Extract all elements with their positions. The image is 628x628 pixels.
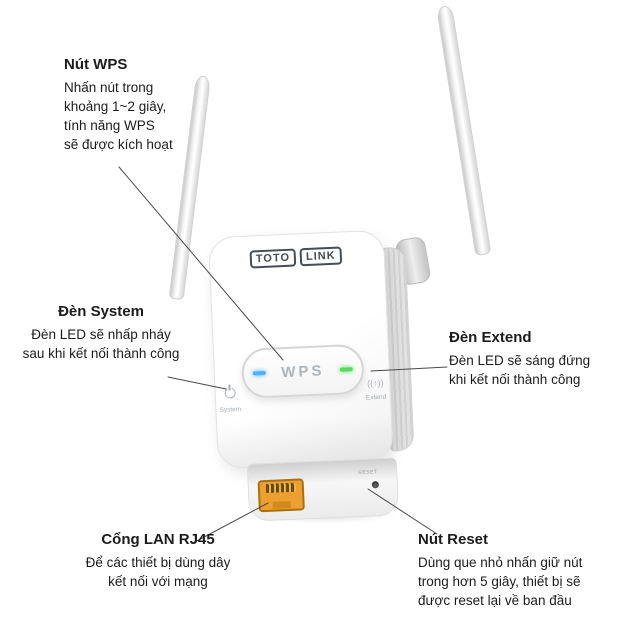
annotation-system-body: Đèn LED sẽ nhấp nháy sau khi kết nối thà… (22, 327, 180, 362)
wps-button: WPS (240, 343, 365, 399)
annotation-wps: Nút WPS Nhấn nút trong khoảng 1~2 giây, … (64, 56, 234, 155)
annotation-lan: Cổng LAN RJ45 Để các thiết bị dùng dây k… (58, 531, 258, 591)
wps-button-label: WPS (280, 361, 325, 381)
lan-port-pins (265, 482, 297, 494)
brand-logo-left-box: TOTO (249, 248, 297, 269)
extend-indicator: ((↑)) Extend (358, 372, 393, 402)
annotation-wps-body: Nhấn nút trong khoảng 1~2 giây, tính năn… (64, 80, 173, 153)
wifi-extender-device: TOTO LINK WPS System ((↑)) Extend (199, 221, 422, 530)
reset-port-label: RESET (358, 469, 378, 476)
device-bottom-unit: RESET (246, 457, 400, 522)
power-icon-tick (228, 384, 231, 391)
system-indicator: System (212, 384, 247, 414)
annotation-wps-title: Nút WPS (64, 56, 128, 73)
power-icon (223, 384, 236, 399)
right-antenna (436, 4, 492, 257)
extend-indicator-label: Extend (365, 393, 387, 402)
annotation-extend: Đèn Extend Đèn LED sẽ sáng đứng khi kết … (449, 329, 619, 389)
annotation-reset-body: Dùng que nhỏ nhấn giữ nút trong hơn 5 gi… (418, 555, 583, 609)
annotation-extend-title: Đèn Extend (449, 329, 532, 346)
annotation-lan-title: Cổng LAN RJ45 (101, 531, 215, 548)
device-front-face: TOTO LINK WPS System ((↑)) Extend (207, 229, 394, 470)
system-led-blue (252, 370, 266, 376)
annotation-system-title: Đèn System (58, 303, 144, 320)
lan-port-notch (272, 500, 291, 509)
signal-icon: ((↑)) (366, 377, 384, 389)
annotation-reset-title: Nút Reset (418, 531, 489, 548)
brand-logo: TOTO LINK (249, 246, 343, 269)
annotation-lan-body: Để các thiết bị dùng dây kết nối với mạn… (85, 555, 231, 590)
annotation-system: Đèn System Đèn LED sẽ nhấp nháy sau khi … (1, 303, 201, 363)
reset-button-hole (371, 481, 379, 489)
brand-logo-right-box: LINK (299, 246, 343, 267)
annotation-extend-body: Đèn LED sẽ sáng đứng khi kết nối thành c… (449, 353, 591, 388)
annotation-reset: Nút Reset Dùng que nhỏ nhấn giữ nút tron… (418, 531, 618, 610)
lan-port (257, 478, 305, 513)
system-indicator-label: System (219, 406, 242, 414)
extend-led-green (339, 367, 353, 372)
